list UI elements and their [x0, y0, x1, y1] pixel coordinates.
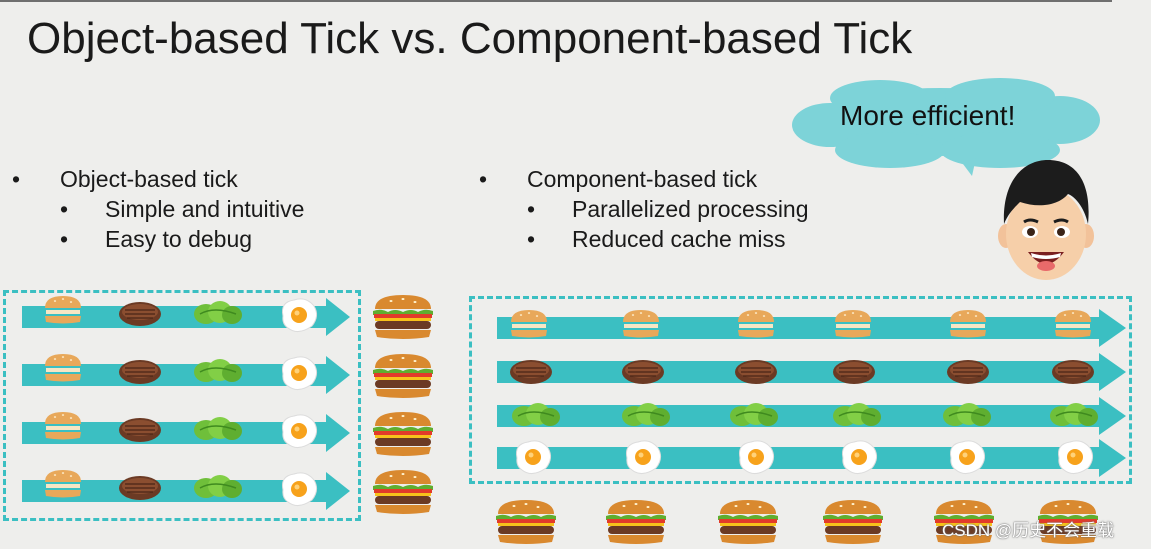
bullet-dot: • — [60, 196, 69, 222]
burger-icon — [496, 500, 556, 544]
bullet-text: Simple and intuitive — [105, 196, 305, 222]
egg-icon — [515, 440, 552, 475]
bubble-text: More efficient! — [840, 100, 1016, 131]
egg-icon — [1057, 440, 1094, 475]
egg-icon — [949, 440, 986, 475]
watermark: CSDN @历史不会重载 — [942, 521, 1115, 540]
lettuce-icon — [193, 474, 243, 499]
patty-icon — [734, 359, 778, 385]
lettuce-icon — [193, 358, 243, 383]
burger-icon — [373, 470, 433, 514]
bullet-dot: • — [527, 226, 536, 252]
egg-icon — [281, 356, 318, 391]
lettuce-icon — [193, 300, 243, 325]
arrow-row-egg — [497, 439, 1126, 477]
patty-icon — [118, 417, 162, 443]
burger-icon — [606, 500, 666, 544]
bullet-text: Object-based tick — [60, 166, 238, 192]
bullet-dot: • — [479, 166, 488, 192]
burger-icon — [373, 295, 433, 339]
bullet-dot: • — [527, 196, 536, 222]
bullet-dot: • — [12, 166, 21, 192]
burger-icon — [373, 412, 433, 456]
object-based-box — [3, 290, 361, 521]
patty-icon — [118, 359, 162, 385]
arrow-row-1 — [22, 298, 350, 336]
patty-icon — [1051, 359, 1095, 385]
patty-icon — [832, 359, 876, 385]
component-based-box — [469, 296, 1132, 484]
egg-icon — [625, 440, 662, 475]
patty-icon — [946, 359, 990, 385]
bullet-text: Parallelized processing — [572, 196, 809, 222]
bullet-text: Reduced cache miss — [572, 226, 786, 252]
slide-title: Object-based Tick vs. Component-based Ti… — [27, 14, 913, 63]
egg-icon — [841, 440, 878, 475]
patty-icon — [621, 359, 665, 385]
avatar-icon — [998, 160, 1094, 280]
arrow-row-4 — [22, 472, 350, 510]
burger-icon — [823, 500, 883, 544]
bullet-text: Easy to debug — [105, 226, 253, 252]
patty-icon — [509, 359, 553, 385]
arrow-row-2 — [22, 356, 350, 394]
arrow-row-bun — [497, 309, 1126, 347]
egg-icon — [281, 472, 318, 507]
egg-icon — [281, 414, 318, 449]
patty-icon — [118, 475, 162, 501]
top-rule — [0, 0, 1112, 2]
cloud-icon — [792, 78, 1100, 176]
egg-icon — [281, 298, 318, 333]
lettuce-icon — [193, 416, 243, 441]
bullet-dot: • — [60, 226, 69, 252]
arrow-row-lettuce — [497, 397, 1126, 435]
arrow-row-3 — [22, 414, 350, 452]
bullet-text: Component-based tick — [527, 166, 758, 192]
egg-icon — [738, 440, 775, 475]
burger-icon — [373, 354, 433, 398]
arrow-row-patty — [497, 353, 1126, 391]
patty-icon — [118, 301, 162, 327]
burger-icon — [718, 500, 778, 544]
